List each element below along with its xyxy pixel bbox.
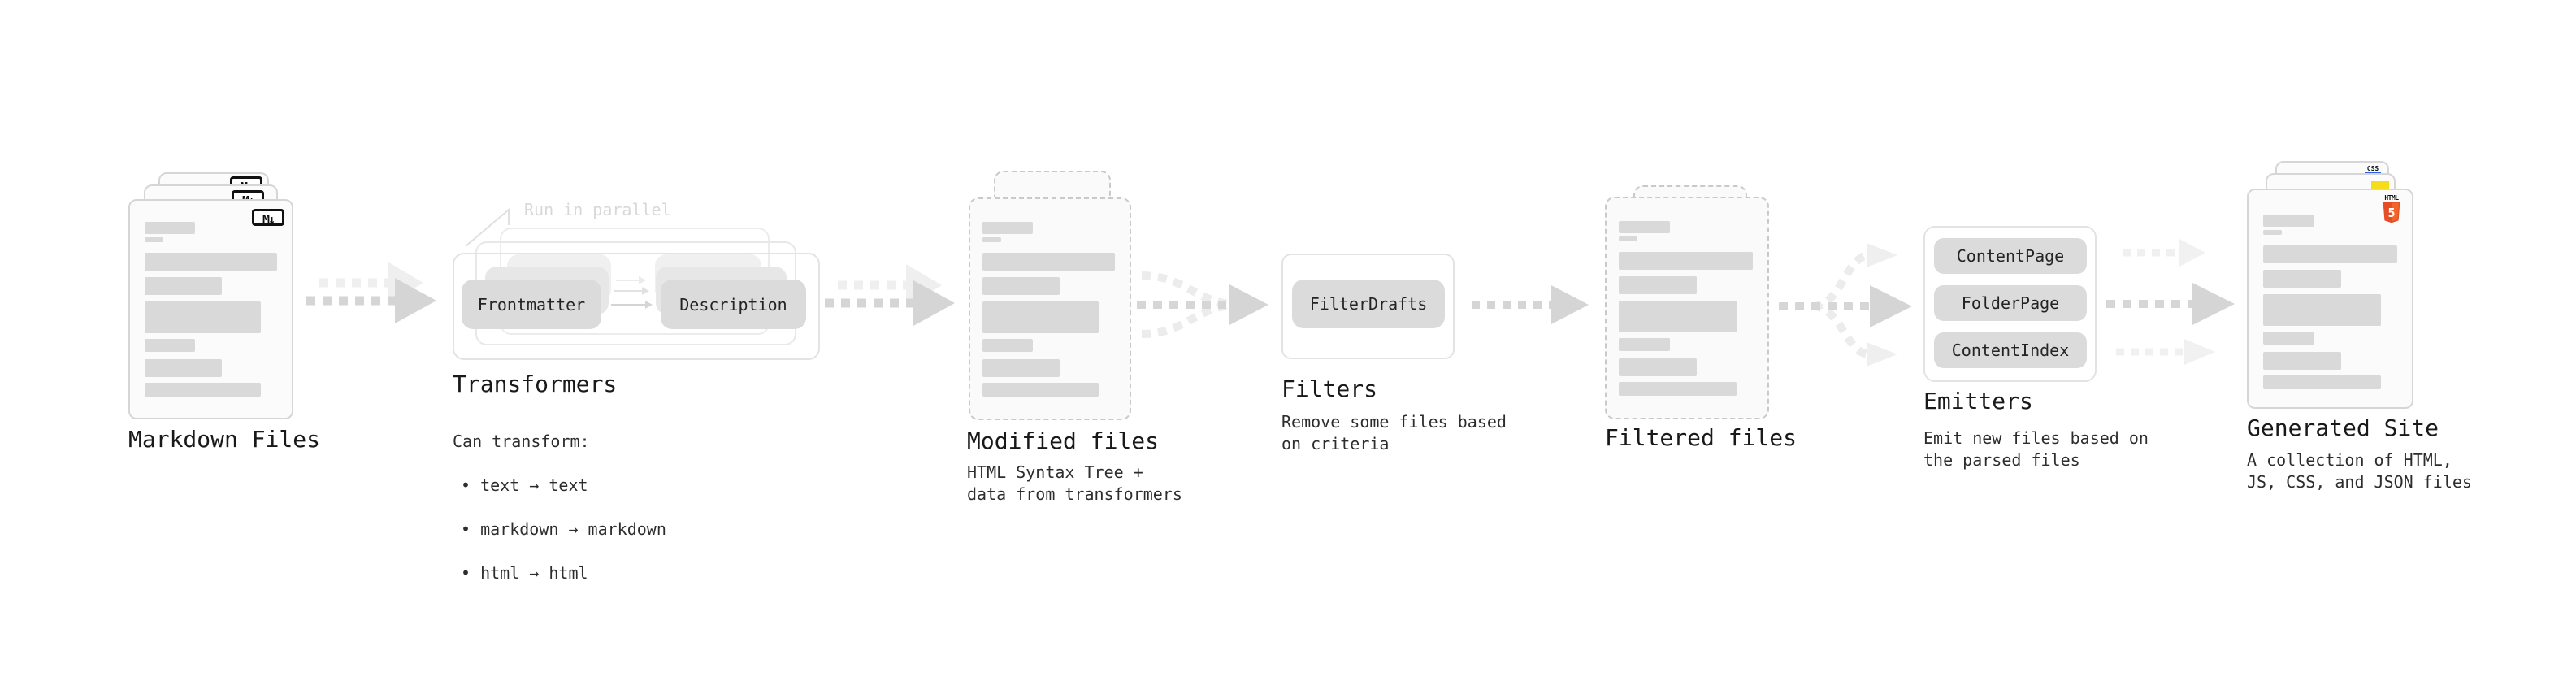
placeholder-bar — [2263, 375, 2382, 389]
placeholder-bar — [982, 253, 1115, 271]
placeholder-bar — [145, 339, 195, 352]
placeholder-bar — [145, 277, 222, 295]
doc-content-placeholder — [970, 199, 1130, 397]
flow-arrow-emitters-to-generated-bottom — [2105, 335, 2218, 374]
emitter-pill-contentindex: ContentIndex — [1934, 332, 2087, 368]
leader-line-icon — [465, 207, 510, 247]
placeholder-bar — [145, 237, 163, 242]
transformers-description: Can transform: • text → text • markdown … — [453, 409, 666, 606]
placeholder-bar — [1619, 358, 1697, 376]
filters-description: Remove some files based on criteria — [1281, 412, 1507, 453]
flow-arrow-markdown-to-transformers — [305, 250, 443, 331]
transformers-box-front — [453, 253, 820, 360]
placeholder-bar — [2263, 230, 2283, 235]
filter-pill-filterdrafts: FilterDrafts — [1292, 280, 1445, 328]
stage-title-emitters: Emitters — [1923, 388, 2033, 414]
bullet-item: • text → text — [461, 475, 588, 495]
emitter-pill-contentpage: ContentPage — [1934, 238, 2087, 274]
html5-number: 5 — [2387, 206, 2395, 220]
placeholder-bar — [1619, 338, 1670, 351]
stage-title-modified-files: Modified files — [967, 427, 1160, 454]
placeholder-bar — [1619, 236, 1638, 241]
modified-doc-front — [969, 197, 1131, 420]
arrow-dark — [825, 280, 955, 326]
generated-site-description: A collection of HTML, JS, CSS, and JSON … — [2247, 450, 2472, 492]
dashed-arrow-icon — [2106, 283, 2235, 325]
flow-arrow-emitters-to-generated-top — [2103, 236, 2209, 275]
placeholder-bar — [982, 339, 1033, 352]
run-in-parallel-note: Run in parallel — [524, 200, 671, 219]
dashed-arrow-icon — [2123, 239, 2205, 267]
placeholder-bar — [1619, 382, 1737, 396]
flow-arrow-emitters-to-generated-middle — [2101, 281, 2238, 332]
placeholder-bar — [982, 383, 1099, 397]
placeholder-bar — [2263, 270, 2341, 288]
placeholder-bar — [145, 359, 222, 377]
flow-arrow-filtered-to-emitters — [1777, 240, 1917, 376]
placeholder-bar — [2263, 215, 2314, 227]
bullet-item: • markdown → markdown — [461, 519, 666, 539]
placeholder-bar — [1619, 252, 1753, 270]
flow-arrow-modified-to-filters — [1134, 262, 1273, 350]
doc-content-placeholder — [2249, 190, 2412, 389]
html5-badge-label: HTML — [2384, 194, 2399, 202]
stage-title-transformers: Transformers — [453, 371, 618, 397]
modified-files-description: HTML Syntax Tree + data from transformer… — [967, 462, 1182, 504]
emitter-pill-folderpage: FolderPage — [1934, 285, 2087, 321]
flow-arrow-filters-to-filtered — [1470, 279, 1592, 334]
placeholder-bar — [982, 222, 1033, 234]
stage-title-generated-site: Generated Site — [2247, 414, 2439, 441]
dashed-arrow-icon — [306, 262, 436, 323]
emitters-description: Emit new files based on the parsed files — [1923, 428, 2149, 470]
transformer-pill-description: Description — [661, 280, 806, 329]
placeholder-bar — [2263, 294, 2382, 326]
bullet-item: • html → html — [461, 563, 588, 583]
javascript-file-icon — [2371, 181, 2389, 190]
dashed-arrow-icon — [1472, 285, 1589, 324]
placeholder-bar — [982, 277, 1060, 295]
can-transform-heading: Can transform: — [453, 432, 590, 451]
placeholder-bar — [1619, 276, 1697, 294]
markdown-icon: M↓ — [252, 209, 284, 227]
placeholder-bar — [2263, 245, 2397, 263]
diverge-arrow-icon — [1779, 243, 1912, 367]
placeholder-bar — [145, 222, 195, 234]
stage-title-markdown-files: Markdown Files — [128, 426, 321, 453]
placeholder-bar — [982, 237, 1001, 242]
dashed-arrow-icon — [825, 264, 955, 326]
placeholder-bar — [145, 253, 277, 271]
placeholder-bar — [982, 359, 1060, 377]
placeholder-bar — [2263, 352, 2341, 370]
doc-content-placeholder — [130, 201, 292, 397]
doc-content-placeholder — [1607, 198, 1767, 396]
html5-shield-icon: 5 — [2383, 202, 2400, 223]
placeholder-bar — [982, 301, 1099, 333]
parallel-mini-arrows — [608, 273, 658, 317]
placeholder-bar — [2263, 332, 2314, 345]
converge-arrow-icon — [1137, 271, 1268, 338]
css-badge-label: CSS — [2366, 165, 2379, 172]
generated-doc-front-html: HTML 5 — [2247, 189, 2413, 409]
dashed-arrow-icon — [2116, 339, 2215, 365]
placeholder-bar — [145, 383, 262, 397]
html5-file-icon: HTML 5 — [2382, 195, 2401, 227]
markdown-doc-front: M↓ — [128, 199, 293, 419]
stage-title-filters: Filters — [1281, 375, 1378, 402]
placeholder-bar — [1619, 221, 1670, 233]
transformer-pill-frontmatter: Frontmatter — [462, 280, 601, 329]
arrow-right-icon — [611, 276, 653, 309]
placeholder-bar — [145, 301, 262, 333]
note-leader-line — [459, 203, 520, 255]
filtered-doc-front — [1605, 197, 1769, 419]
flow-arrow-transformers-to-modified — [823, 253, 961, 333]
arrow-dark — [306, 278, 436, 323]
placeholder-bar — [1619, 301, 1737, 332]
stage-title-filtered-files: Filtered files — [1605, 424, 1798, 451]
